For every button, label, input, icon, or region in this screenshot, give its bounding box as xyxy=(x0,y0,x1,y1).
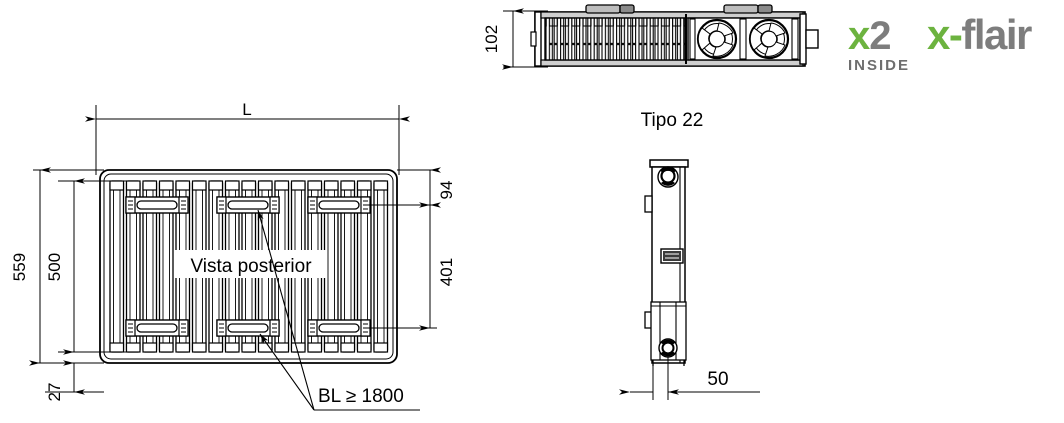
logo-x2-x: x xyxy=(848,14,870,58)
x-flair-logo: x - flair xyxy=(927,11,1032,58)
wall-bracket-lower-right xyxy=(307,319,371,337)
logo-x2-2: 2 xyxy=(869,14,891,58)
dim-depth-side: 50 xyxy=(707,369,728,390)
fan-block xyxy=(687,17,801,61)
mid-label-plate xyxy=(660,248,684,264)
rear-view-label: Vista posterior xyxy=(190,256,312,277)
dim-height-total: 559 xyxy=(10,253,29,281)
wall-bracket-upper-center xyxy=(216,196,280,214)
bracket-leader-lines xyxy=(257,209,420,411)
dim-depth-top: 102 xyxy=(482,25,501,53)
wall-bracket-upper-left xyxy=(125,196,189,214)
wall-bracket-upper-right xyxy=(307,196,371,214)
rear-view xyxy=(29,105,441,411)
dim-height-foot: 27 xyxy=(45,383,64,402)
bottom-connection-port xyxy=(658,338,678,358)
dim-height-inner: 500 xyxy=(45,253,64,281)
dim-offset-bracket: 401 xyxy=(437,258,456,286)
logo-flair-dash: - xyxy=(948,11,963,58)
fan-left xyxy=(696,18,738,60)
logo-flair-rest: flair xyxy=(961,11,1032,58)
side-view xyxy=(619,159,760,400)
type-label: Tipo 22 xyxy=(641,110,704,131)
top-connection-port xyxy=(657,166,679,188)
x2-inside-logo: x 2 INSIDE xyxy=(848,16,910,74)
wall-bracket-lower-center xyxy=(216,319,280,337)
dim-length-label: L xyxy=(242,100,251,119)
bracket-note-label: BL ≥ 1800 xyxy=(318,386,404,407)
top-section-view xyxy=(502,4,819,70)
convector-fins xyxy=(544,17,686,61)
dim-offset-top: 94 xyxy=(437,181,456,200)
fan-right xyxy=(748,18,790,60)
wall-bracket-lower-left xyxy=(125,319,189,337)
logo-inside-text: INSIDE xyxy=(848,57,911,74)
logo-flair-x: x xyxy=(927,11,950,58)
